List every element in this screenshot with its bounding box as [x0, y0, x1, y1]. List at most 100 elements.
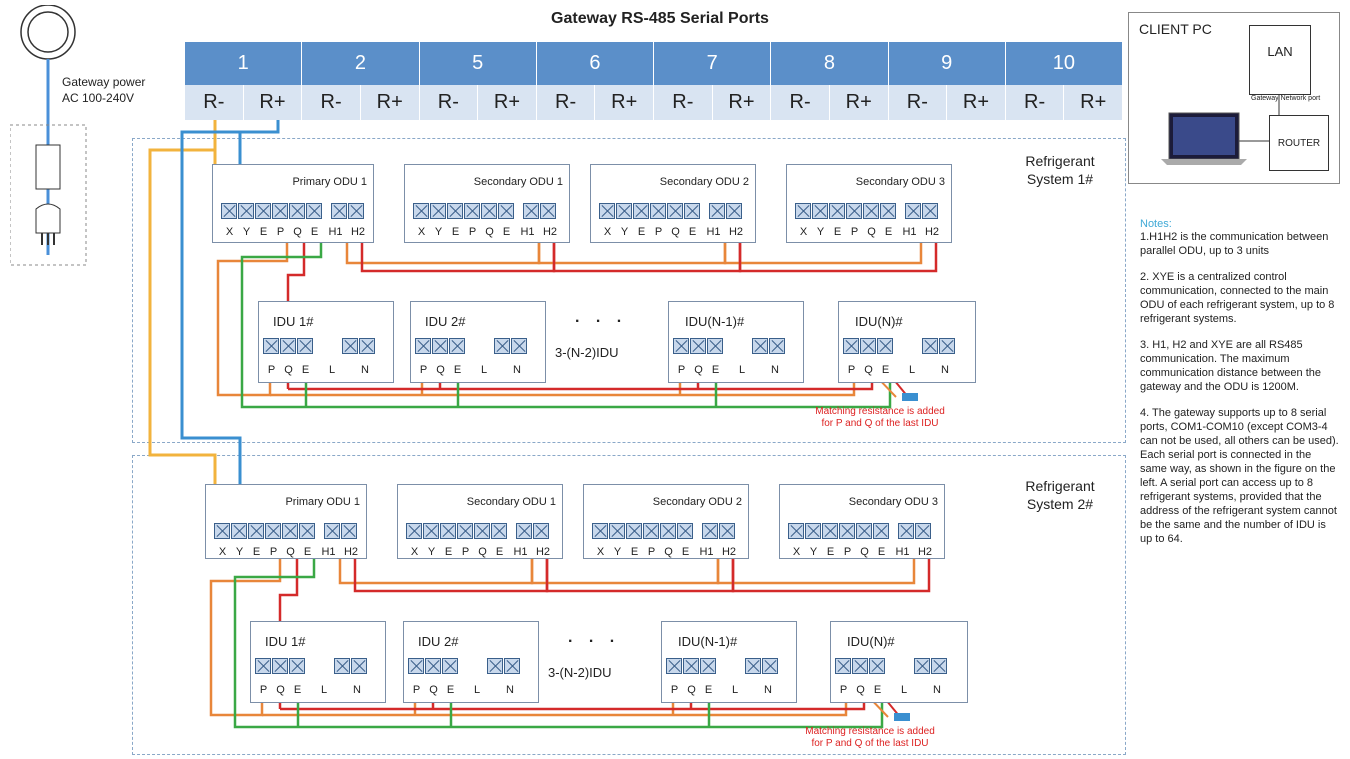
terminal-screw-icon — [425, 658, 441, 674]
terminal-screw-icon — [684, 203, 700, 219]
lan-box: LAN — [1249, 25, 1311, 95]
idu-pin-label: L — [328, 364, 336, 376]
terminal-screw-icon — [449, 338, 465, 354]
idu-title: IDU(N)# — [847, 634, 895, 649]
idu-terminals — [408, 658, 521, 679]
idu-terminal-block-ln — [334, 658, 368, 678]
wire-h1 — [716, 540, 916, 585]
odu-pin-label: X — [603, 226, 612, 238]
odu-pin-label: P — [276, 226, 285, 238]
idu-terminal-block-pqe — [673, 338, 724, 358]
odu-pin-label: Q — [860, 546, 869, 558]
idu-pin-label: L — [473, 684, 481, 696]
odu-pin-label: H1 — [321, 546, 336, 558]
wire-r-plus — [180, 130, 242, 484]
terminal-screw-icon — [432, 338, 448, 354]
idu-pin-label: Q — [429, 684, 438, 696]
idu-title: IDU 2# — [425, 314, 466, 329]
idu-pin-label: Q — [864, 364, 873, 376]
idu-pin-label: E — [704, 684, 713, 696]
idu-pin-label: N — [771, 364, 779, 376]
idu-pin-label: E — [881, 364, 890, 376]
terminal-screw-icon — [700, 658, 716, 674]
terminal-screw-icon — [869, 658, 885, 674]
port-2-pin-minus: R- — [302, 85, 361, 120]
terminal-screw-icon — [504, 658, 520, 674]
idu-terminal-block-pqe — [255, 658, 306, 678]
odu-pin-label: E — [833, 226, 842, 238]
odu-terminals — [592, 523, 736, 544]
terminal-screw-icon — [609, 523, 625, 539]
port-5-pin-minus: R- — [419, 85, 479, 120]
resistance-note: Matching resistance is added for P and Q… — [815, 406, 945, 429]
idu-terminal-block-ln — [494, 338, 528, 358]
terminal-screw-icon — [643, 523, 659, 539]
odu-pin-label: X — [417, 226, 426, 238]
terminal-screw-icon — [769, 338, 785, 354]
port-7-pin-plus: R+ — [712, 85, 772, 120]
idu-pin-label: P — [670, 684, 679, 696]
terminal-screw-icon — [248, 523, 264, 539]
odu-pin-label: Y — [235, 546, 244, 558]
terminal-screw-icon — [856, 523, 872, 539]
client-pc-box: CLIENT PC LAN Gateway Network port ROUTE… — [1128, 12, 1340, 184]
terminal-screw-icon — [702, 523, 718, 539]
terminal-screw-icon — [812, 203, 828, 219]
odu-pin-label: X — [225, 226, 234, 238]
terminal-screw-icon — [297, 338, 313, 354]
port-10: 10 — [1005, 42, 1123, 85]
idu-title: IDU 2# — [418, 634, 459, 649]
terminal-screw-icon — [415, 338, 431, 354]
port-9: 9 — [888, 42, 1006, 85]
note-4: 4. The gateway supports up to 8 serial p… — [1140, 407, 1339, 545]
wire-p — [216, 220, 289, 397]
odu-terminal-block-xye-pqe — [599, 203, 701, 223]
wire-r-minus — [148, 120, 217, 484]
terminal-screw-icon — [265, 523, 281, 539]
terminal-screw-icon — [334, 658, 350, 674]
system-2-label: Refrigerant System 2# — [1025, 478, 1095, 512]
port-8-pin-minus: R- — [771, 85, 830, 120]
terminal-screw-icon — [915, 523, 931, 539]
terminal-screw-icon — [839, 523, 855, 539]
terminal-screw-icon — [423, 523, 439, 539]
terminal-screw-icon — [238, 203, 254, 219]
terminal-screw-icon — [359, 338, 375, 354]
terminal-screw-icon — [214, 523, 230, 539]
middle-idu-label: 3-(N-2)IDU — [555, 345, 619, 360]
odu-terminal-block-xye-pqe — [221, 203, 323, 223]
terminal-screw-icon — [707, 338, 723, 354]
terminal-screw-icon — [255, 658, 271, 674]
odu-pin-label: Q — [286, 546, 295, 558]
idu-terminals — [835, 658, 948, 679]
odu-pin-label: E — [444, 546, 453, 558]
odu-pin-label: E — [688, 226, 697, 238]
port-1: 1 — [185, 42, 303, 85]
terminal-screw-icon — [272, 658, 288, 674]
terminal-screw-icon — [633, 203, 649, 219]
port-6-pin-plus: R+ — [595, 85, 654, 120]
terminal-screw-icon — [272, 203, 288, 219]
terminal-screw-icon — [726, 203, 742, 219]
port-5: 5 — [419, 42, 537, 85]
odu-pin-label: Y — [620, 226, 629, 238]
terminal-screw-icon — [829, 203, 845, 219]
